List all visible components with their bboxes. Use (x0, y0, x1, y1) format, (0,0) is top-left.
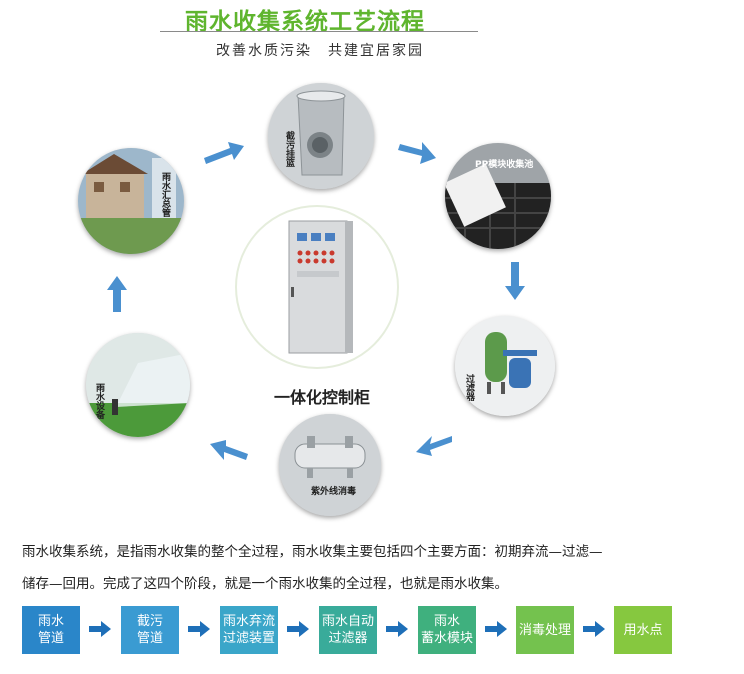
flow-step: 雨水自动 过滤器 (319, 606, 377, 654)
flow-arrow-icon (583, 621, 605, 637)
control-cabinet-circle (235, 205, 399, 369)
flow-step: 雨水 蓄水模块 (418, 606, 476, 654)
flow-step: 消毒处理 (516, 606, 574, 654)
page-subtitle: 改善水质污染 共建宜居家园 (216, 43, 424, 59)
stage-rain-equipment: 雨水设备 (86, 333, 190, 437)
module-illustration (445, 143, 551, 249)
flow-step: 雨水弃流 过滤装置 (220, 606, 278, 654)
description-line-1: 雨水收集系统，是指雨水收集的整个全过程，雨水收集主要包括四个主要方面：初期弃流—… (22, 544, 603, 560)
stage-pp-module: PP模块收集池 (445, 143, 551, 249)
stage-label: 过滤器 (464, 374, 474, 401)
sprinkler-illustration (86, 333, 190, 437)
basket-illustration (268, 83, 374, 189)
stage-intercept-basket: 截污挂篮 (268, 83, 374, 189)
stage-uv-disinfection: 紫外线消毒 (279, 414, 381, 516)
stage-label: PP模块收集池 (475, 160, 534, 170)
arrow-down-icon (505, 262, 525, 300)
flow-arrow-icon (485, 621, 507, 637)
stage-label: 截污挂篮 (284, 131, 294, 167)
title-divider (160, 31, 478, 32)
flow-step: 截污 管道 (121, 606, 179, 654)
description-line-2: 储存—回用。完成了这四个阶段，就是一个雨水收集的全过程，也就是雨水收集。 (22, 576, 508, 592)
stage-filter: 过滤器 (455, 316, 555, 416)
arrow-up-left-icon (210, 440, 248, 460)
arrow-up-icon (107, 276, 127, 312)
control-cabinet-label: 一体化控制柜 (273, 388, 370, 407)
stage-label: 雨水设备 (94, 383, 104, 419)
flow-step: 用水点 (614, 606, 672, 654)
stage-label: 雨水汇总管 (160, 172, 170, 217)
flow-arrow-icon (386, 621, 408, 637)
uv-illustration (279, 414, 381, 516)
arrow-down-left-icon (416, 436, 452, 456)
flow-arrow-icon (188, 621, 210, 637)
cabinet-illustration (288, 220, 353, 354)
flow-step: 雨水 管道 (22, 606, 80, 654)
stage-rain-collector: 雨水汇总管 (78, 148, 184, 254)
page-title: 雨水收集系统工艺流程 (185, 9, 425, 35)
flow-arrow-icon (287, 621, 309, 637)
stage-label: 紫外线消毒 (311, 487, 357, 497)
arrow-right-icon (204, 142, 244, 164)
filter-illustration (455, 316, 555, 416)
flow-arrow-icon (89, 621, 111, 637)
house-illustration (78, 148, 184, 254)
arrow-down-right-icon (398, 142, 436, 164)
